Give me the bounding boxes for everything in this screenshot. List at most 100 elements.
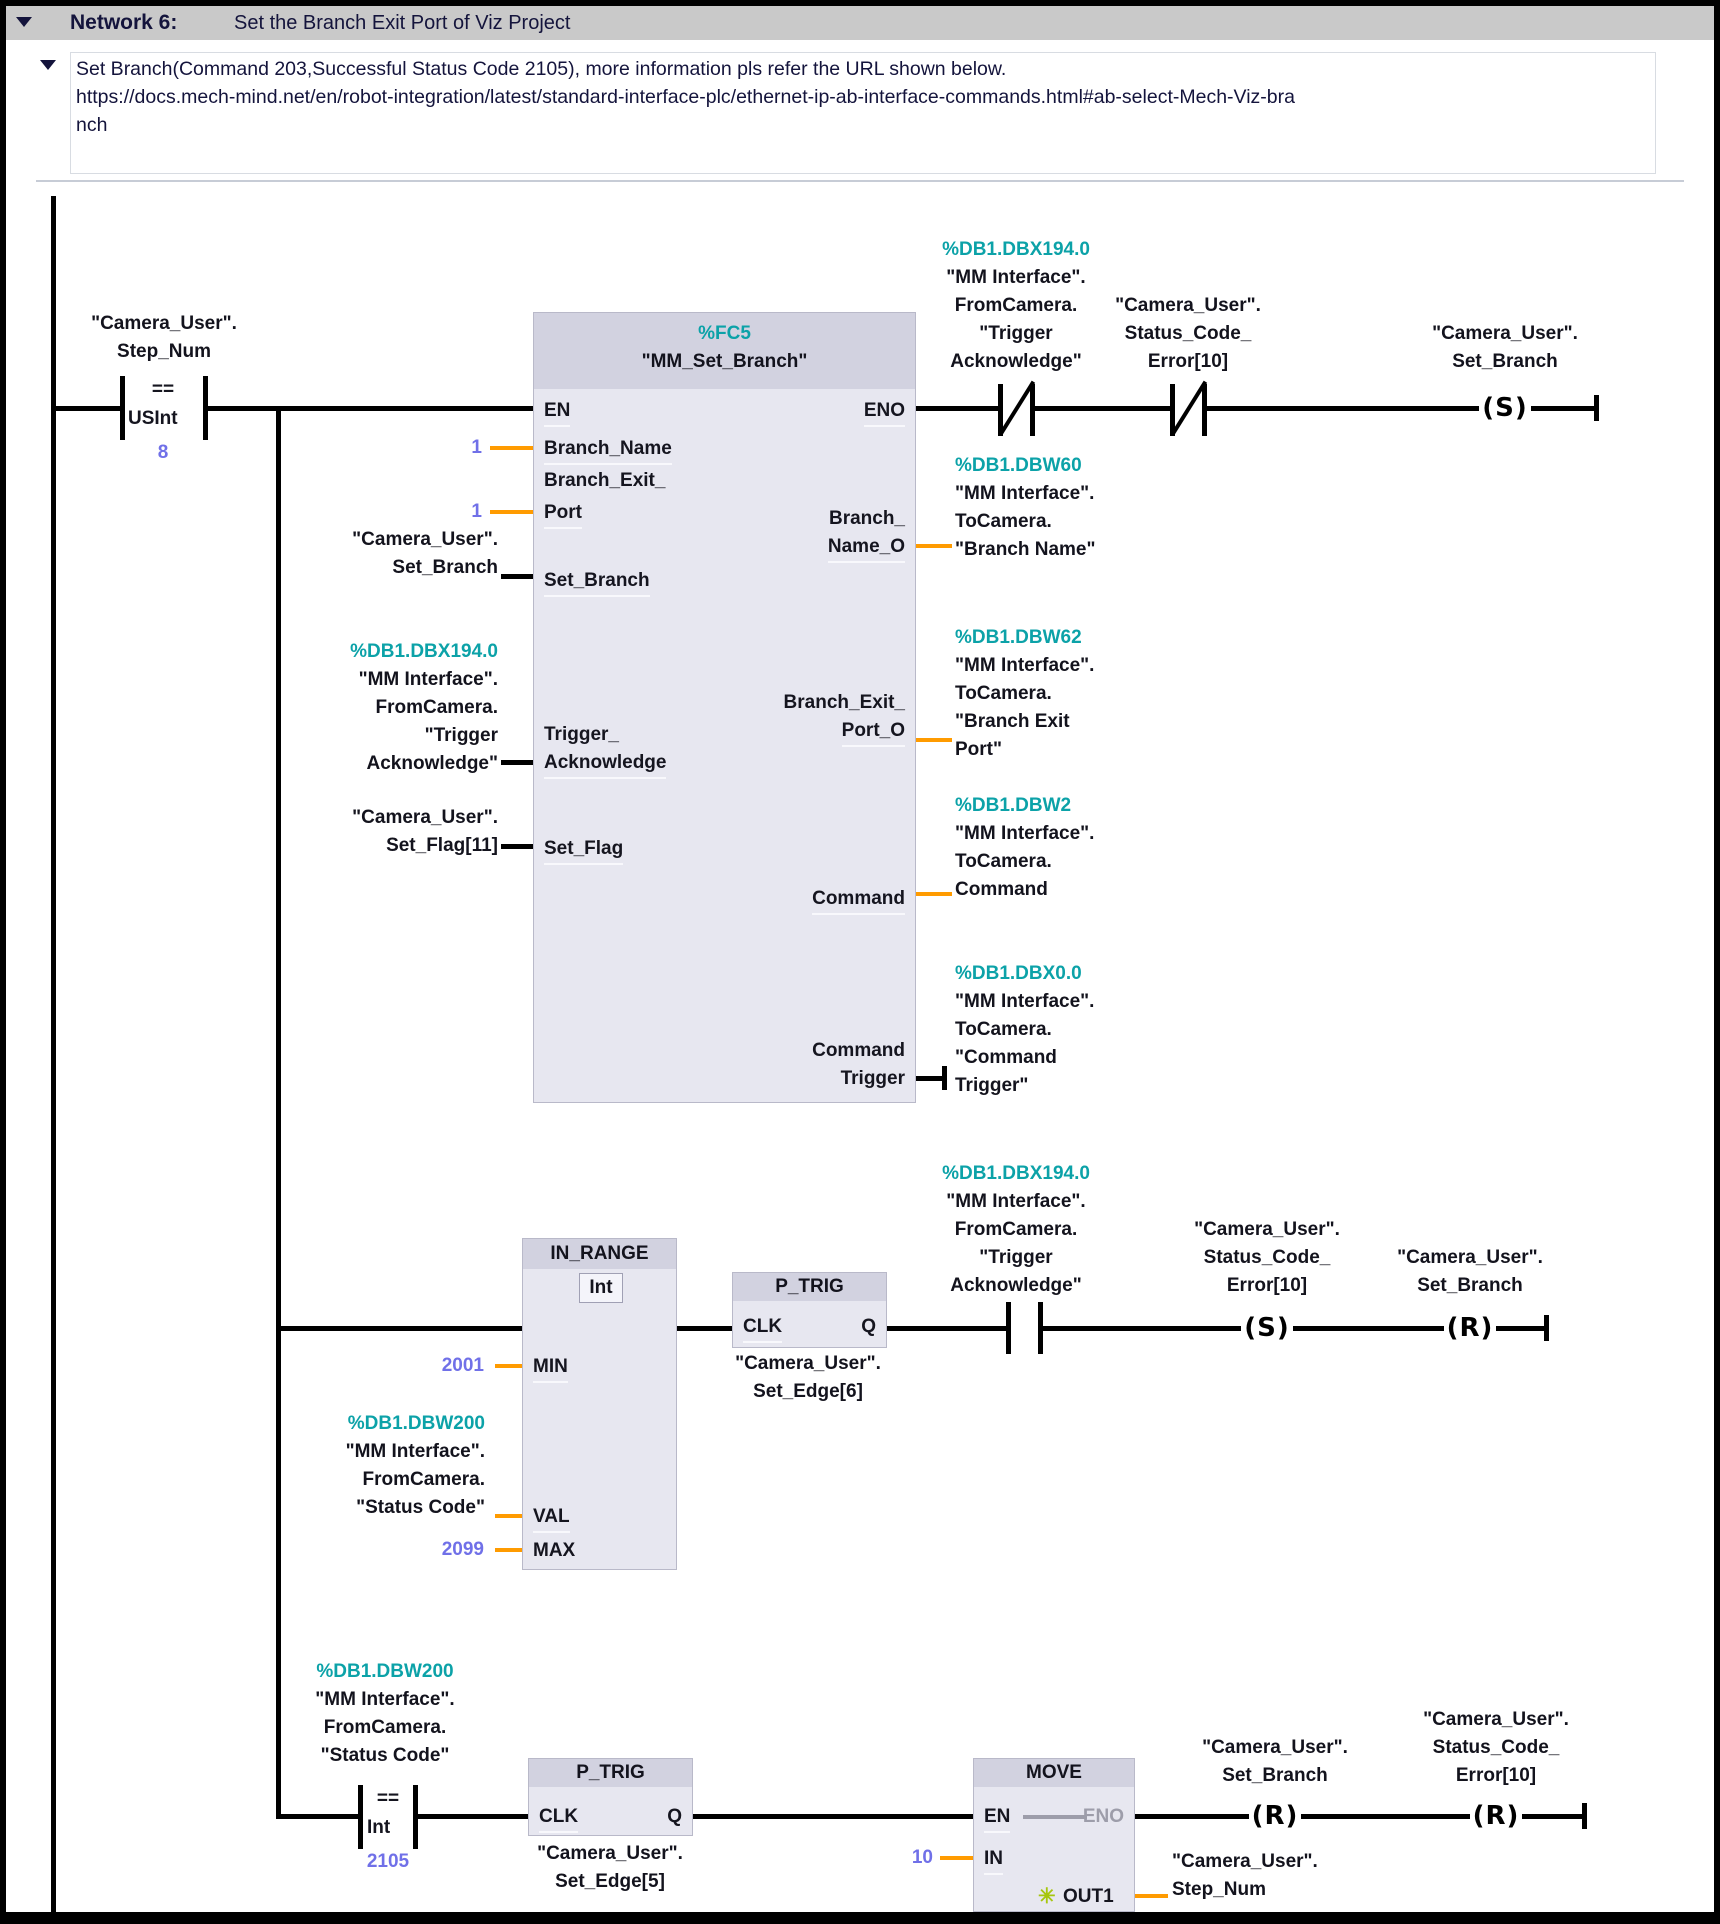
fc5-pin-en: EN	[544, 399, 571, 427]
pin-label: IN	[984, 1847, 1003, 1875]
reset-coil-operand[interactable]: "Camera_User".Status_Code_Error[10]	[1423, 1709, 1569, 1786]
pin-label: Command	[812, 887, 905, 915]
wire	[206, 406, 533, 411]
cmp-operator[interactable]: ==	[376, 1788, 400, 1809]
nc-contact-bar[interactable]	[1170, 384, 1175, 436]
border-bottom	[0, 1912, 1720, 1924]
cmp-type[interactable]: USInt	[128, 408, 178, 429]
pin-label: CLK	[743, 1315, 783, 1343]
p-trig-pin-clk: CLK	[743, 1315, 783, 1343]
network-comment-text[interactable]: Set Branch(Command 203,Successful Status…	[76, 58, 1295, 136]
cmp-contact-right-bar	[413, 1785, 418, 1849]
pin-wire	[495, 1514, 522, 1518]
pin-label: Port	[544, 501, 582, 529]
p-trig-operand[interactable]: "Camera_User".Set_Edge[5]	[537, 1843, 683, 1892]
cmp-contact-left-bar	[120, 376, 125, 440]
cmp-int-operand[interactable]: %DB1.DBW200"MM Interface".FromCamera."St…	[315, 1661, 455, 1766]
in-range-type-select[interactable]: Int	[579, 1273, 623, 1303]
pin-label: Command	[812, 1040, 905, 1061]
border-right	[1714, 0, 1720, 1924]
update-icon: ✳	[1038, 1885, 1056, 1908]
set-coil-operand[interactable]: "Camera_User".Set_Branch	[1432, 323, 1578, 372]
nc-contact-bar[interactable]	[1030, 384, 1035, 436]
port-value[interactable]: 1	[471, 501, 482, 522]
wire	[1301, 1814, 1470, 1819]
in-range-block[interactable]: IN_RANGE Int MIN VAL MAX	[522, 1238, 677, 1570]
cmp-operator[interactable]: ==	[151, 379, 175, 400]
pin-label: Q	[861, 1316, 876, 1337]
pin-wire	[1135, 1894, 1168, 1898]
fc5-pin-branch-exit-o1: Branch_Exit_	[784, 691, 905, 715]
branch-name-value[interactable]: 1	[471, 437, 482, 458]
reset-coil-operand[interactable]: "Camera_User".Set_Branch	[1397, 1247, 1543, 1296]
in-range-max-value[interactable]: 2099	[441, 1539, 484, 1560]
command-operand[interactable]: %DB1.DBW2"MM Interface".ToCamera.Command	[955, 795, 1095, 900]
p-trig-operand[interactable]: "Camera_User".Set_Edge[6]	[735, 1353, 881, 1402]
move-in-value[interactable]: 10	[911, 1847, 933, 1868]
network-collapse-icon[interactable]	[16, 17, 32, 27]
branch-exit-o-operand[interactable]: %DB1.DBW62"MM Interface".ToCamera."Branc…	[955, 627, 1095, 760]
fc5-pin-set-branch: Set_Branch	[544, 569, 650, 597]
pin-label: Q	[667, 1806, 682, 1827]
pin-label: Set_Flag	[544, 837, 624, 865]
pin-wire	[501, 760, 533, 765]
branch-name-o-operand[interactable]: %DB1.DBW60"MM Interface".ToCamera."Branc…	[955, 455, 1096, 560]
reset-coil[interactable]: (R)	[1251, 1801, 1299, 1831]
cmp-type[interactable]: Int	[367, 1817, 391, 1838]
no-contact-bar[interactable]	[1038, 1302, 1043, 1354]
wire	[1531, 406, 1596, 411]
in-range-val-operand[interactable]: %DB1.DBW200"MM Interface".FromCamera."St…	[345, 1413, 485, 1518]
nc-contact-bar[interactable]	[998, 384, 1003, 436]
no-contact-bar[interactable]	[1006, 1302, 1011, 1354]
pin-wire	[916, 1076, 944, 1081]
no-contact-operand[interactable]: %DB1.DBX194.0"MM Interface".FromCamera."…	[942, 1163, 1090, 1296]
cmp-value[interactable]: 2105	[366, 1851, 410, 1872]
comment-collapse-icon[interactable]	[40, 60, 56, 70]
wire	[1293, 1326, 1444, 1331]
fc5-pin-eno: ENO	[863, 399, 905, 427]
network-comment-box[interactable]	[70, 52, 1656, 174]
pin-label: CLK	[539, 1805, 579, 1833]
wire-end-tick	[942, 1066, 947, 1090]
set-branch-operand[interactable]: "Camera_User".Set_Branch	[352, 529, 498, 578]
fc5-pin-branch-exit: Branch_Exit_	[544, 469, 665, 493]
eno-inactive-wire	[1023, 1815, 1087, 1819]
fc5-pin-branch-name-o2: Name_O	[827, 535, 905, 563]
trigger-ack-operand[interactable]: %DB1.DBX194.0"MM Interface".FromCamera."…	[350, 641, 498, 774]
cmp-usint-operand[interactable]: "Camera_User".Step_Num	[91, 313, 237, 362]
network-title[interactable]: Set the Branch Exit Port of Viz Project	[234, 12, 571, 34]
cmp-value[interactable]: 8	[157, 442, 169, 463]
pin-label: VAL	[533, 1505, 570, 1533]
fc5-block-header: %FC5 "MM_Set_Branch"	[534, 313, 915, 389]
move-out1-operand[interactable]: "Camera_User".Step_Num	[1172, 1851, 1318, 1900]
fc5-pin-port: Port	[544, 501, 582, 529]
nc-contact-bar[interactable]	[1202, 384, 1207, 436]
network-title-bar[interactable]: Network 6: Set the Branch Exit Port of V…	[6, 6, 1714, 40]
nc2-operand[interactable]: "Camera_User".Status_Code_Error[10]	[1115, 295, 1261, 372]
reset-coil-operand[interactable]: "Camera_User".Set_Branch	[1202, 1737, 1348, 1786]
in-range-min-value[interactable]: 2001	[441, 1355, 484, 1376]
reset-coil[interactable]: (R)	[1472, 1801, 1520, 1831]
pin-wire	[916, 544, 952, 548]
fc5-pin-branch-name-o1: Branch_	[829, 507, 905, 531]
pin-wire	[916, 892, 952, 896]
set-flag-operand[interactable]: "Camera_User".Set_Flag[11]	[352, 807, 498, 856]
pin-label: Trigger	[840, 1068, 905, 1089]
p-trig-pin-q: Q	[667, 1805, 682, 1829]
p-trig-block[interactable]: P_TRIG CLK Q	[732, 1272, 887, 1348]
p-trig-block[interactable]: P_TRIG CLK Q	[528, 1758, 693, 1836]
fc5-block[interactable]: %FC5 "MM_Set_Branch" EN ENO Branch_Name …	[533, 312, 916, 1103]
wire	[916, 406, 1000, 411]
wire	[1043, 1326, 1241, 1331]
nc1-operand[interactable]: %DB1.DBX194.0"MM Interface".FromCamera."…	[942, 239, 1090, 372]
set-coil-operand[interactable]: "Camera_User".Status_Code_Error[10]	[1194, 1219, 1340, 1296]
reset-coil[interactable]: (R)	[1446, 1313, 1494, 1343]
command-trigger-operand[interactable]: %DB1.DBX0.0"MM Interface".ToCamera."Comm…	[955, 963, 1095, 1096]
wire	[1135, 1814, 1249, 1819]
set-coil[interactable]: (S)	[1244, 1313, 1290, 1343]
set-coil[interactable]: (S)	[1482, 393, 1528, 423]
pin-label: Branch_Name	[544, 437, 672, 465]
pin-label: MAX	[533, 1540, 576, 1561]
move-block[interactable]: MOVE EN ENO IN ✳ OUT1	[973, 1758, 1135, 1912]
comment-separator	[36, 180, 1684, 182]
